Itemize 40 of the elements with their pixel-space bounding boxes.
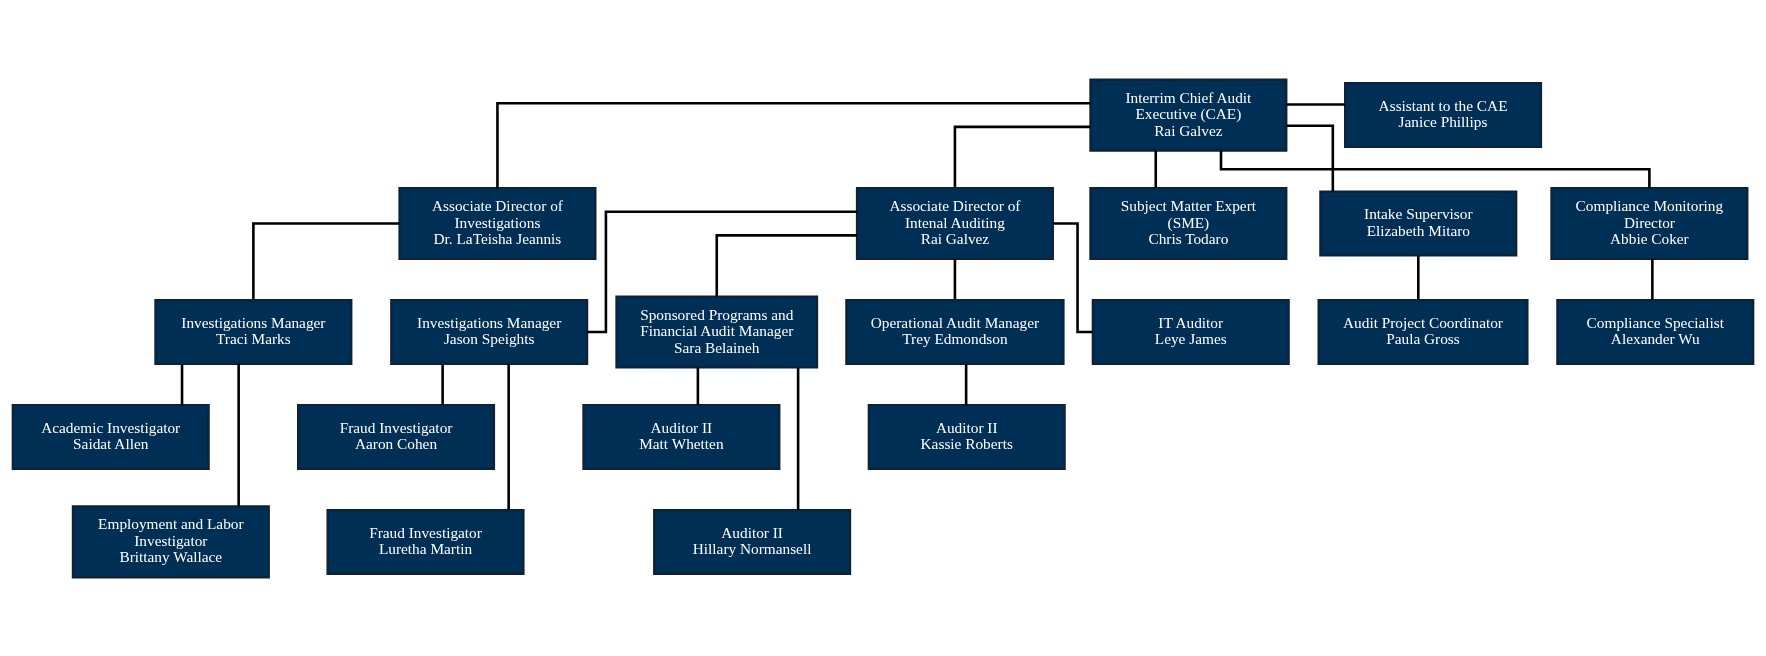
connector	[953, 125, 1091, 188]
connector	[1417, 255, 1420, 300]
connector	[1154, 150, 1158, 188]
node-box: Employment and Labor Investigator Brittany Wallace	[71, 504, 270, 578]
connector	[237, 363, 240, 506]
node-box: Audit Project Coordinator Paula Gross	[1317, 298, 1529, 365]
node-box: Investigations Manager Traci Marks	[154, 298, 353, 365]
node-box: Fraud Investigator Aaron Cohen	[297, 403, 496, 470]
node-box: Investigations Manager Jason Speights	[390, 298, 589, 365]
connector	[180, 363, 184, 405]
connector	[507, 363, 510, 510]
node-box: Auditor II Kassie Roberts	[867, 403, 1066, 470]
connector	[953, 258, 957, 300]
node-box: Academic Investigator Saidat Allen	[11, 403, 210, 470]
connector	[1286, 102, 1345, 106]
connector	[796, 367, 800, 510]
node-box: Fraud Investigator Luretha Martin	[326, 508, 525, 575]
node-box: Compliance Monitoring Director Abbie Coker	[1550, 186, 1749, 260]
node-box: Intake Supervisor Elizabeth Mitaro	[1319, 190, 1518, 257]
node-box: Subject Matter Expert (SME) Chris Todaro	[1089, 186, 1288, 260]
node-box: Associate Director of Intenal Auditing Rai Galvez	[855, 186, 1054, 260]
node-box: IT Auditor Leye James	[1091, 298, 1290, 365]
connector	[1651, 258, 1654, 300]
node-box: Sponsored Programs and Financial Audit Manager Sara Belaineh	[615, 295, 819, 369]
node-box: Operational Audit Manager Trey Edmondson	[845, 298, 1065, 365]
connector	[964, 363, 968, 405]
connector	[252, 221, 400, 300]
connector	[715, 233, 857, 297]
connector	[1219, 150, 1651, 188]
node-box: Interrim Chief Audit Executive (CAE) Rai Galvez	[1089, 78, 1288, 152]
node-box: Assistant to the CAE Janice Phillips	[1344, 81, 1543, 148]
node-box: Auditor II Hillary Normansell	[653, 508, 852, 575]
connector	[587, 209, 857, 333]
node-box: Auditor II Matt Whetten	[582, 403, 781, 470]
node-box: Associate Director of Investigations Dr. LaTeisha Jeannis	[398, 186, 597, 260]
connector	[696, 367, 700, 405]
connector	[496, 101, 1091, 188]
connector	[1286, 123, 1335, 191]
node-box: Compliance Specialist Alexander Wu	[1556, 298, 1755, 365]
connector	[441, 363, 444, 405]
